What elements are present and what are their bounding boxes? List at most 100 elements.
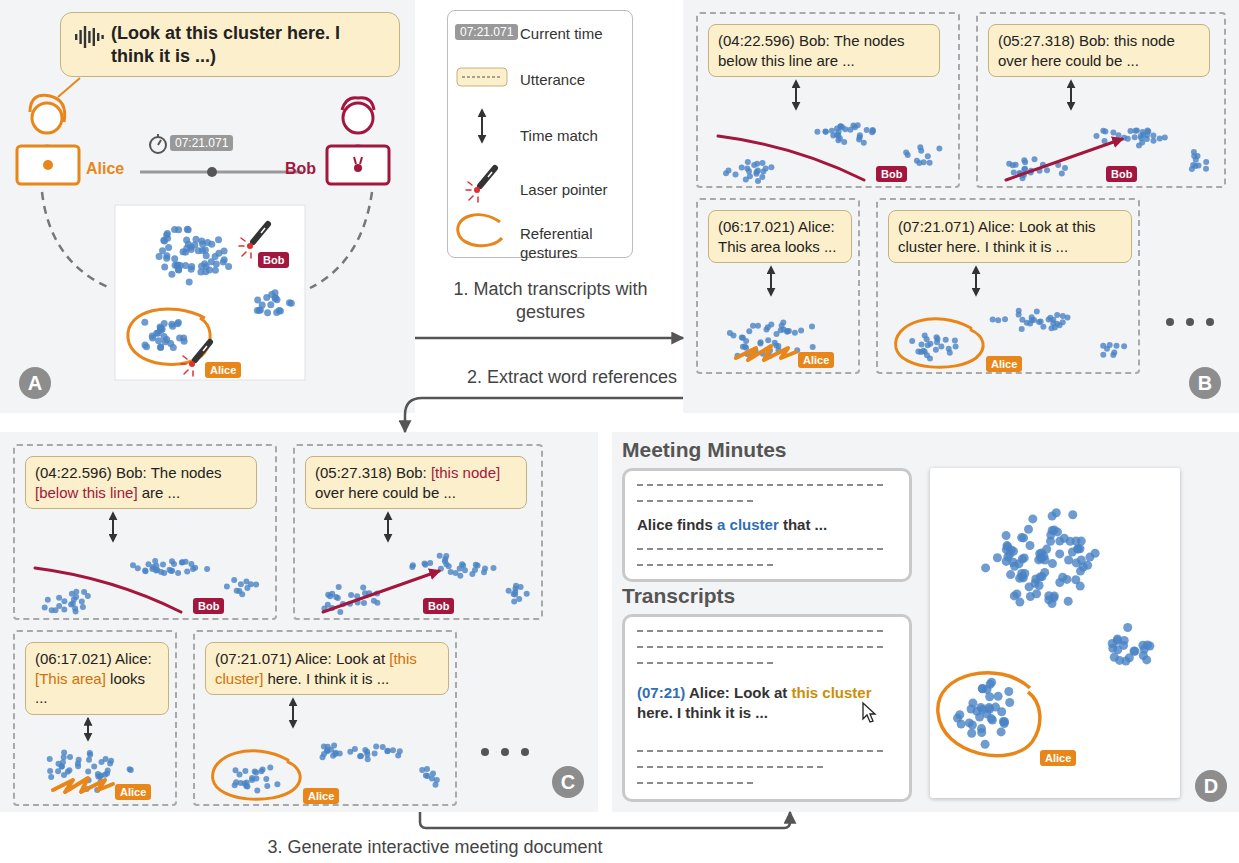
data-dot (1022, 166, 1028, 172)
data-dot (1034, 309, 1040, 315)
panel-letter: D (1195, 770, 1227, 802)
data-dot (175, 226, 182, 233)
data-dot (513, 586, 519, 592)
laser-sample (466, 168, 495, 202)
data-dot (1136, 142, 1142, 148)
data-dot (511, 591, 517, 597)
utterance-text: (06:17.021) Alice: This area looks ... (718, 218, 836, 255)
data-dot (759, 174, 765, 180)
data-dot (916, 160, 922, 166)
data-dot (1044, 167, 1050, 173)
time-match-arrow (87, 719, 89, 741)
data-dot (1100, 352, 1106, 358)
data-dot (61, 607, 67, 613)
data-dot (1040, 568, 1049, 577)
data-dot (1040, 324, 1046, 330)
data-dot (165, 244, 172, 251)
bob-icon (327, 98, 389, 184)
data-dot (157, 344, 164, 351)
data-dot (1116, 132, 1122, 138)
step-label: 3. Generate interactive meeting document (225, 836, 645, 859)
data-dot (169, 323, 176, 330)
data-dot (337, 609, 343, 615)
data-dot (253, 776, 259, 782)
data-dot (168, 568, 174, 574)
data-dot (1034, 555, 1043, 564)
data-dot (861, 140, 867, 146)
step-arrow (420, 812, 790, 828)
gesture-stroke (718, 136, 864, 180)
data-dot (184, 226, 191, 233)
placeholder-line (637, 484, 883, 486)
utterance-bubble: (07:21.071) Alice: Look at this cluster … (888, 210, 1132, 263)
shared-plot (115, 205, 305, 380)
data-dot (953, 343, 959, 349)
data-dot (254, 787, 260, 793)
gesture-stroke (53, 778, 113, 792)
stopwatch-icon (150, 134, 166, 153)
data-dot (154, 567, 160, 573)
data-dot (1102, 129, 1108, 135)
data-dot (981, 563, 990, 572)
data-dot (1032, 589, 1041, 598)
data-dot (976, 703, 985, 712)
data-dot (1019, 317, 1025, 323)
data-dot (277, 307, 284, 314)
data-dot (1007, 545, 1016, 554)
doc-box: (07:21) Alice: Look at this cluster here… (622, 614, 912, 802)
data-dot (1006, 570, 1015, 579)
data-dot (842, 126, 848, 132)
data-dot (1032, 156, 1038, 162)
data-dot (238, 581, 244, 587)
data-dot (264, 783, 270, 789)
data-dot (374, 600, 380, 606)
data-dot (909, 338, 915, 344)
legend-text: Utterance (520, 71, 628, 90)
utterance-bubble: (07:21.071) Alice: Look at [this cluster… (205, 642, 449, 695)
data-dot (922, 349, 928, 355)
data-dot (768, 164, 774, 170)
data-dot (925, 153, 931, 159)
data-dot (768, 321, 774, 327)
data-dot (936, 145, 942, 151)
card-illustration (321, 513, 529, 615)
data-dot (1068, 510, 1077, 519)
data-dot (993, 553, 1002, 562)
data-dot (409, 564, 415, 570)
data-dot (1048, 599, 1057, 608)
data-dot (224, 584, 230, 590)
data-dot (469, 571, 475, 577)
data-dot (1000, 719, 1009, 728)
data-dot (823, 129, 829, 135)
data-dot (190, 566, 196, 572)
placeholder-line (637, 766, 825, 768)
data-dot (855, 122, 861, 128)
scatter-plot: Alice (930, 468, 1180, 798)
panel: A(Look at this cluster here. I think it … (0, 0, 415, 413)
data-dot (91, 764, 97, 770)
data-dot (55, 768, 61, 774)
data-dot (810, 344, 816, 350)
data-dot (1110, 352, 1116, 358)
data-dot (95, 771, 101, 777)
data-dot (1055, 537, 1064, 546)
data-dot (459, 561, 465, 567)
legend-text: Laser pointer (520, 181, 628, 200)
hand-cursor (863, 703, 875, 722)
utterance-sample (457, 68, 507, 86)
data-dot (267, 301, 274, 308)
speaker-badge: Bob (876, 166, 907, 182)
data-dot (73, 609, 79, 615)
data-dot (141, 319, 148, 326)
placeholder-line (637, 662, 775, 664)
data-dot (380, 744, 386, 750)
data-dot (347, 749, 353, 755)
speaker-badge: Bob (423, 598, 454, 614)
bubble-tail (58, 78, 80, 97)
data-dot (157, 327, 164, 334)
panel-ground (612, 432, 1239, 812)
utterance-bubble: (04:22.596) Bob: The nodes [below this l… (25, 456, 257, 509)
data-dot (1028, 514, 1037, 523)
sound-bar (75, 34, 77, 40)
data-dot (1196, 162, 1202, 168)
